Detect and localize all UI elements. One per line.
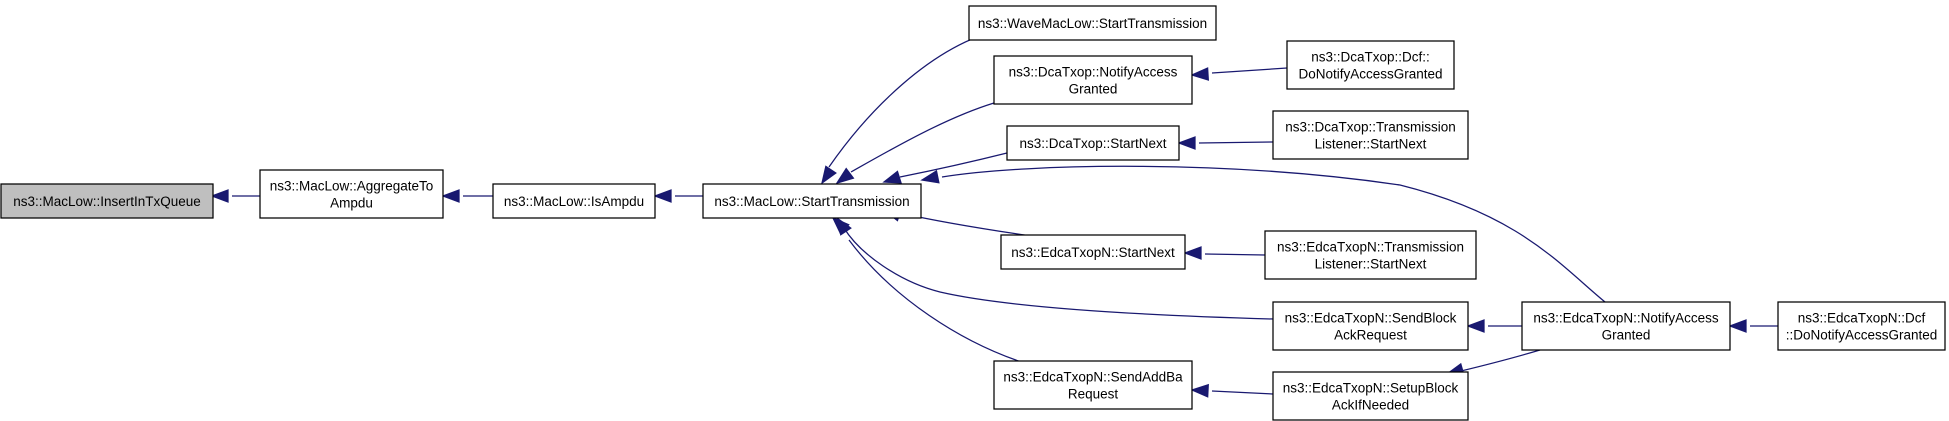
node-label-line: ns3::DcaTxop::StartNext <box>1019 136 1166 151</box>
nodes-layer: ns3::MacLow::InsertInTxQueue ns3::MacLow:… <box>0 5 1946 421</box>
node-label-line: Granted <box>1069 82 1118 97</box>
node-is-ampdu[interactable]: ns3::MacLow::IsAmpdu <box>492 183 656 219</box>
arrowhead-icon <box>1183 246 1202 260</box>
node-dcf-do-notify-access-granted[interactable]: ns3::DcaTxop::Dcf::DoNotifyAccessGranted <box>1286 40 1455 90</box>
edge-line <box>843 227 1274 320</box>
node-label-line: ns3::MacLow::InsertInTxQueue <box>13 194 201 209</box>
arrowhead-icon <box>835 167 855 185</box>
edge-line <box>1211 390 1274 395</box>
node-label-line: ns3::EdcaTxopN::SendAddBa <box>1003 370 1183 385</box>
node-box <box>1272 301 1469 351</box>
node-box <box>968 5 1217 41</box>
arrowhead-icon <box>882 170 902 184</box>
arrowhead-icon <box>920 169 940 184</box>
node-label-line: ns3::WaveMacLow::StartTransmission <box>978 16 1207 31</box>
node-edca-transmission-listener-start-next[interactable]: ns3::EdcaTxopN::TransmissionListener::St… <box>1264 230 1477 280</box>
node-box <box>1264 230 1477 280</box>
edge-edca_transmission_listener_start_next-to-edca_start_next <box>1183 246 1266 260</box>
node-label-line: Request <box>1068 387 1119 402</box>
node-label-line: ns3::EdcaTxopN::Transmission <box>1277 240 1464 255</box>
node-box <box>1286 40 1455 90</box>
node-box <box>1777 301 1946 351</box>
node-box <box>492 183 656 219</box>
edge-dcatxop_start_next-to-maclow_start_transmission <box>882 152 1008 184</box>
node-box <box>0 183 214 219</box>
node-box <box>993 55 1193 105</box>
node-label-line: AckIfNeeded <box>1332 398 1409 413</box>
edge-dcf_do_notify_access_granted-to-dcatxop_notify_access_granted <box>1190 67 1288 81</box>
edge-line <box>828 28 1004 168</box>
arrowhead-icon <box>821 165 837 185</box>
arrowhead-icon <box>1728 319 1747 333</box>
node-label-line: ns3::EdcaTxopN::SetupBlock <box>1283 381 1459 396</box>
edge-maclow_start_transmission-to-is_ampdu <box>653 189 703 203</box>
edge-line <box>1211 67 1288 74</box>
edge-dcatxop_transmission_listener_start_next-to-dcatxop_start_next <box>1177 136 1274 150</box>
edge-wavemaclow_start_transmission-to-maclow_start_transmission <box>821 28 1004 185</box>
arrowhead-icon <box>1190 383 1209 398</box>
node-label-line: Ampdu <box>330 196 373 211</box>
node-box <box>1000 234 1186 270</box>
node-dcatxop-start-next[interactable]: ns3::DcaTxop::StartNext <box>1006 125 1180 161</box>
node-label-line: ns3::EdcaTxopN::NotifyAccess <box>1533 311 1719 326</box>
node-maclow-start-transmission[interactable]: ns3::MacLow::StartTransmission <box>702 183 922 219</box>
node-label-line: ns3::DcaTxop::NotifyAccess <box>1009 65 1178 80</box>
node-edca-notify-access-granted[interactable]: ns3::EdcaTxopN::NotifyAccessGranted <box>1521 301 1731 351</box>
arrowhead-icon <box>441 189 460 203</box>
edge-dcatxop_notify_access_granted-to-maclow_start_transmission <box>835 102 995 185</box>
node-box <box>702 183 922 219</box>
edge-line <box>941 165 1606 303</box>
edge-line <box>850 102 995 173</box>
node-label-line: ns3::MacLow::AggregateTo <box>270 179 434 194</box>
arrowhead-icon <box>1177 136 1196 150</box>
edge-aggregate_to_ampdu-to-insert_in_tx_queue <box>210 189 260 203</box>
node-label-line: ns3::DcaTxop::Transmission <box>1285 120 1456 135</box>
edge-line <box>1198 141 1274 144</box>
arrowhead-icon <box>1190 67 1210 81</box>
node-label-line: ns3::DcaTxop::Dcf:: <box>1311 50 1430 65</box>
node-box <box>259 169 444 219</box>
node-label-line: ns3::EdcaTxopN::Dcf <box>1798 311 1926 326</box>
edge-line <box>1204 253 1266 256</box>
arrowhead-icon <box>653 189 672 203</box>
edge-edca_notify_access_granted-to-edca_send_block_ack_request <box>1466 319 1522 333</box>
node-edca-dcf-do-notify-access-granted[interactable]: ns3::EdcaTxopN::Dcf::DoNotifyAccessGrant… <box>1777 301 1946 351</box>
edge-edca_setup_block_ack_if_needed-to-edca_send_add_ba_request <box>1190 383 1274 398</box>
node-label-line: DoNotifyAccessGranted <box>1298 67 1442 82</box>
arrowhead-icon <box>210 189 229 203</box>
node-insert-in-tx-queue[interactable]: ns3::MacLow::InsertInTxQueue <box>0 183 214 219</box>
node-box <box>1521 301 1731 351</box>
node-box <box>1272 371 1469 421</box>
edge-edca_dcf_do_notify_access_granted-to-edca_notify_access_granted <box>1728 319 1778 333</box>
node-label-line: Listener::StartNext <box>1315 137 1427 152</box>
node-label-line: Granted <box>1602 328 1651 343</box>
node-label-line: ::DoNotifyAccessGranted <box>1786 328 1938 343</box>
node-box <box>993 360 1193 410</box>
node-box <box>1006 125 1180 161</box>
arrowhead-icon <box>1466 319 1485 333</box>
node-label-line: ns3::EdcaTxopN::StartNext <box>1011 245 1175 260</box>
edge-line <box>1460 349 1541 372</box>
edge-line <box>848 239 1035 367</box>
node-label-line: ns3::MacLow::StartTransmission <box>714 194 909 209</box>
node-label-line: AckRequest <box>1334 328 1407 343</box>
node-label-line: ns3::EdcaTxopN::SendBlock <box>1285 311 1457 326</box>
node-dcatxop-notify-access-granted[interactable]: ns3::DcaTxop::NotifyAccessGranted <box>993 55 1193 105</box>
arrowhead-icon <box>836 216 852 236</box>
node-edca-start-next[interactable]: ns3::EdcaTxopN::StartNext <box>1000 234 1186 270</box>
edge-line <box>899 152 1008 178</box>
node-label-line: Listener::StartNext <box>1315 257 1427 272</box>
edge-edca_send_add_ba_request-to-maclow_start_transmission <box>836 216 1035 367</box>
edge-is_ampdu-to-aggregate_to_ampdu <box>441 189 493 203</box>
node-box <box>1272 110 1469 160</box>
edge-edca_notify_access_granted-to-maclow_start_transmission <box>920 165 1606 303</box>
node-label-line: ns3::MacLow::IsAmpdu <box>504 194 644 209</box>
node-dcatxop-transmission-listener-start-next[interactable]: ns3::DcaTxop::TransmissionListener::Star… <box>1272 110 1469 160</box>
node-wavemaclow-start-transmission[interactable]: ns3::WaveMacLow::StartTransmission <box>968 5 1217 41</box>
